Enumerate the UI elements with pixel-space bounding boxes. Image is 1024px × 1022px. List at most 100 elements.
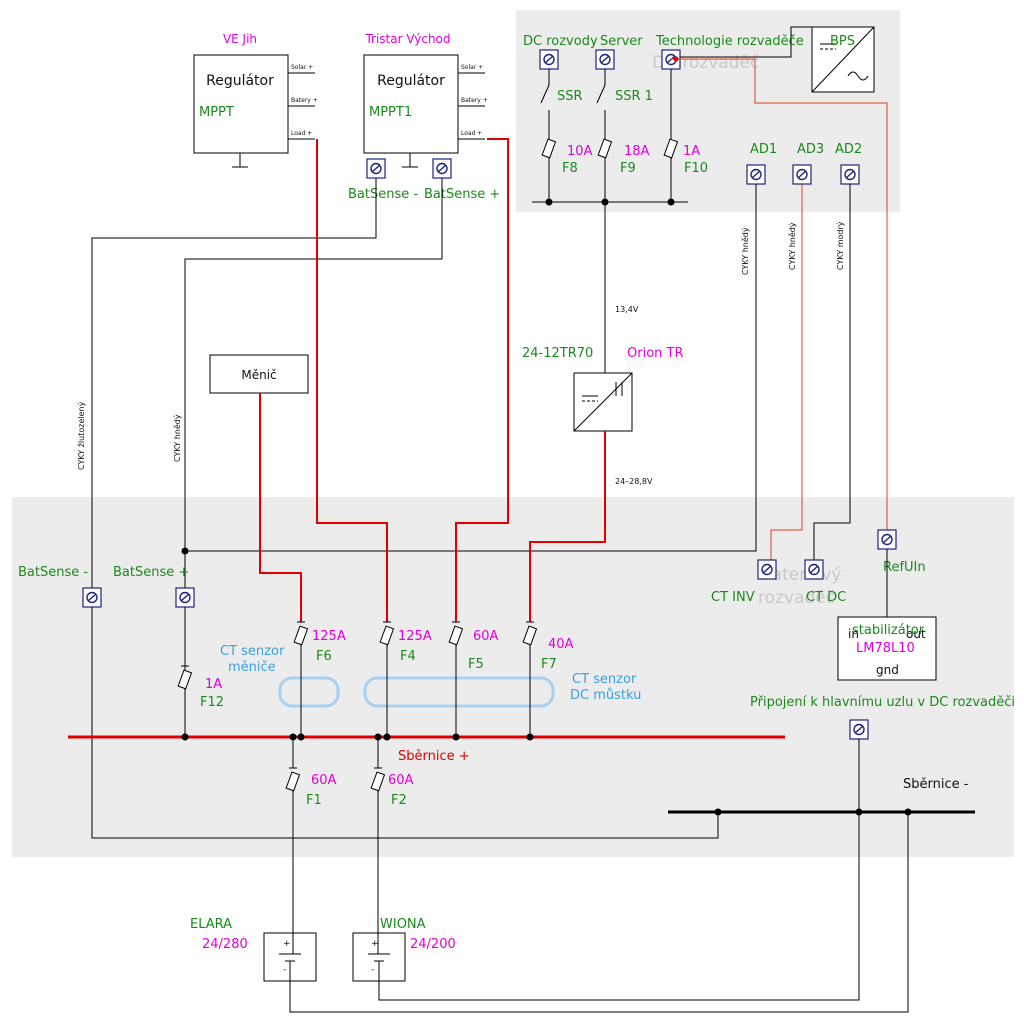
menic-label: Měnič	[241, 368, 276, 382]
cable-label-hnedy-left: CYKY hnědý	[173, 414, 182, 462]
fuse-f4-name: F4	[400, 649, 416, 664]
battery-elara-capacity: 24/280	[202, 937, 248, 952]
fuse-f2-rating: 60A	[388, 773, 414, 788]
ad2-label: AD2	[835, 142, 862, 157]
stabilizer-name: stabilizátor	[852, 623, 925, 638]
regulator-1-port-solar: Solar +	[291, 64, 313, 71]
stabilizer-box	[837, 616, 937, 681]
fuse-f5-rating: 60A	[473, 629, 499, 644]
converter-model: 24-12TR70	[522, 346, 593, 361]
battery-elara-name: ELARA	[190, 917, 232, 932]
ct-senzor-menice-1: CT senzor	[220, 644, 285, 659]
ad3-terminal	[792, 164, 812, 185]
regulator-1-box	[193, 54, 289, 154]
fuse-f5-name: F5	[468, 657, 484, 672]
fuse-f1-rating: 60A	[311, 773, 337, 788]
refuin-label: RefUIn	[883, 560, 926, 575]
ct-senzor-dc-1: CT senzor	[572, 672, 637, 687]
pripojeni-label: Připojení k hlavnímu uzlu v DC rozvaděči	[750, 695, 1015, 710]
batsense-minus-terminal-bottom	[82, 587, 102, 608]
fuse-f1-name: F1	[306, 793, 322, 808]
fuse-f12-rating: 1A	[205, 677, 222, 692]
fuse-f6-name: F6	[316, 649, 332, 664]
regulator-2-port-batery: Batery +	[461, 97, 488, 104]
sbernice-plus-label: Sběrnice +	[398, 749, 470, 764]
fuse-f10-rating: 1A	[683, 144, 700, 159]
battery-elara-minus: -	[283, 965, 286, 975]
dc-rozvody-terminal	[539, 49, 559, 70]
regulator-1-title: Regulátor	[206, 73, 274, 89]
ct-senzor-dc-2: DC můstku	[570, 688, 641, 703]
technologie-label: Technologie rozvaděče	[655, 34, 804, 49]
regulator-2-port-load: Load +	[461, 130, 482, 137]
batsense-plus-terminal-top	[432, 158, 452, 179]
ssr-label: SSR	[557, 89, 583, 104]
regulator-1-brand: VE Jih	[223, 32, 257, 46]
regulator-1-port-batery: Batery +	[291, 97, 318, 104]
pripojeni-terminal	[849, 719, 869, 740]
batsense-minus-label-bottom: BatSense -	[18, 565, 88, 580]
regulator-1-model: MPPT	[199, 105, 234, 120]
stabilizer-gnd: gnd	[876, 663, 899, 677]
regulator-2-brand: Tristar Východ	[364, 32, 450, 46]
converter-vin: 13,4V	[615, 305, 639, 314]
fuse-f10	[663, 138, 679, 159]
ad1-terminal	[746, 164, 766, 185]
battery-wiona-box	[352, 932, 406, 982]
ct-senzor-menice-2: měniče	[228, 660, 276, 675]
bps-label: BPS	[830, 34, 855, 49]
server-label: Server	[600, 34, 643, 49]
batsense-minus-label-top: BatSense -	[348, 187, 418, 202]
fuse-f8-rating: 10A	[567, 144, 593, 159]
fuse-f7-name: F7	[541, 657, 557, 672]
ct-senzor-dc-oval	[363, 676, 555, 708]
battery-wiona-minus: -	[371, 965, 374, 975]
fuse-f1	[285, 767, 301, 792]
battery-wiona-name: WIONA	[380, 917, 426, 932]
ct-senzor-menice-oval	[278, 676, 340, 708]
regulator-2-box	[363, 54, 459, 154]
fuse-f6-rating: 125A	[312, 629, 346, 644]
regulator-2-port-solar: Solar +	[461, 64, 483, 71]
stabilizer-in: in	[848, 627, 859, 641]
server-terminal	[595, 49, 615, 70]
fuse-f6	[293, 621, 309, 646]
fuse-f2-name: F2	[391, 793, 407, 808]
fuse-f9-rating: 18A	[624, 144, 650, 159]
fuse-f8-name: F8	[562, 161, 578, 176]
ad2-terminal	[840, 164, 860, 185]
fuse-f9	[597, 138, 613, 159]
fuse-f8	[541, 138, 557, 159]
ct-inv-label: CT INV	[711, 590, 755, 605]
ct-dc-label: CT DC	[806, 590, 846, 605]
fuse-f10-name: F10	[684, 161, 708, 176]
fuse-f12-name: F12	[200, 695, 224, 710]
batsense-minus-terminal-top	[366, 158, 386, 179]
ct-inv-terminal	[757, 559, 777, 580]
bateriovy-watermark-2: rozvaděč	[758, 588, 835, 608]
ssr1-label: SSR 1	[615, 89, 653, 104]
battery-wiona-plus: +	[371, 939, 379, 949]
refuin-terminal	[877, 529, 897, 550]
stabilizer-model: LM78L10	[856, 641, 915, 656]
ct-dc-terminal	[804, 559, 824, 580]
cable-label-ad3: CYKY hnědý	[788, 222, 797, 270]
regulator-2-model: MPPT1	[369, 105, 412, 120]
regulator-2-title: Regulátor	[377, 73, 445, 89]
fuse-f9-name: F9	[620, 161, 636, 176]
batsense-plus-terminal-bottom	[175, 587, 195, 608]
fuse-f12	[177, 665, 193, 690]
fuse-f4-rating: 125A	[398, 629, 432, 644]
ad3-label: AD3	[797, 142, 824, 157]
converter-name: Orion TR	[627, 346, 684, 361]
fuse-f2	[370, 767, 386, 792]
regulator-1-port-load: Load +	[291, 130, 312, 137]
ad1-label: AD1	[750, 142, 777, 157]
fuse-f7-rating: 40A	[548, 637, 574, 652]
stabilizer-out: out	[906, 627, 926, 641]
sbernice-minus-label: Sběrnice -	[903, 777, 969, 792]
dc-rozvody-label: DC rozvody	[523, 34, 598, 49]
fuse-f4	[379, 621, 395, 646]
